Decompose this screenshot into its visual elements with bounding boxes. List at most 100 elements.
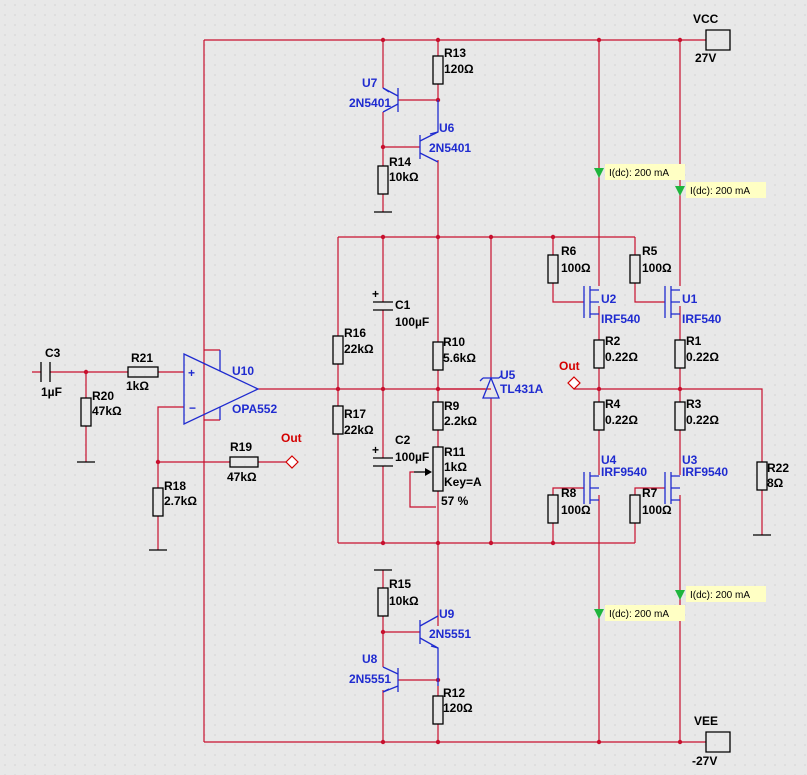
potentiometer-key-label: Key=A (444, 475, 482, 489)
semiconductors-u10-ref-label: U10 (232, 364, 254, 378)
vcc-name: VCC (693, 12, 719, 26)
transistor-u7[interactable] (382, 87, 399, 113)
resistors-r4-value-label: 0.22Ω (605, 413, 638, 427)
capacitor-c3[interactable] (40, 362, 51, 382)
resistors-r21-value-label: 1kΩ (126, 379, 149, 393)
resistors-r16-value-label: 22kΩ (344, 342, 374, 356)
semiconductors-u7-part-label: 2N5401 (349, 96, 391, 110)
r14-body[interactable] (377, 165, 389, 195)
probe-1[interactable]: I(dc): 200 mA (594, 164, 685, 180)
r10-body[interactable] (432, 341, 444, 371)
resistors-r1-value-label: 0.22Ω (686, 350, 719, 364)
semiconductors-u1-ref-label: U1 (682, 292, 698, 306)
resistors-r13-ref-label: R13 (444, 46, 466, 60)
probe-2[interactable]: I(dc): 200 mA (675, 182, 766, 198)
r3-body[interactable] (674, 401, 686, 431)
semiconductors-u6-ref-label: U6 (439, 121, 455, 135)
r12-body[interactable] (432, 695, 444, 725)
resistors-r9-value-label: 2.2kΩ (444, 414, 477, 428)
r11-body[interactable] (432, 446, 444, 492)
r7-body[interactable] (629, 494, 641, 524)
ground-symbols (77, 211, 771, 571)
mosfet-u4[interactable] (583, 472, 599, 504)
resistors-r20-value-label: 47kΩ (92, 404, 122, 418)
capacitor-c1[interactable]: + (372, 287, 393, 311)
shunt-regulator-u5[interactable] (479, 374, 503, 399)
resistors-r22-ref-label: R22 (767, 461, 789, 475)
semiconductors-u5-part-label: TL431A (500, 382, 544, 396)
resistors-r9-ref-label: R9 (444, 399, 460, 413)
vee-value: -27V (692, 754, 717, 768)
semiconductors-u2-part-label: IRF540 (601, 312, 641, 326)
polarity_mark-label: + (372, 443, 379, 457)
resistors-r10-value-label: 5.6kΩ (443, 351, 476, 365)
out-port-feedback[interactable] (285, 455, 299, 469)
probes-p1-label: I(dc): 200 mA (609, 168, 669, 179)
resistors-r6-value-label: 100Ω (561, 261, 591, 275)
semiconductors-u8-ref-label: U8 (362, 652, 378, 666)
r13-body[interactable] (432, 55, 444, 85)
r22-body[interactable] (756, 461, 768, 491)
resistors-r4-ref-label: R4 (605, 397, 621, 411)
resistors-r19-ref-label: R19 (230, 440, 252, 454)
r9-body[interactable] (432, 401, 444, 431)
mosfet-u1[interactable] (664, 286, 680, 318)
semiconductors-u3-part-label: IRF9540 (682, 465, 728, 479)
resistors-r10-ref-label: R10 (443, 335, 465, 349)
resistors-r7-value-label: 100Ω (642, 503, 672, 517)
r15-body[interactable] (377, 587, 389, 617)
r4-body[interactable] (593, 401, 605, 431)
resistors-r22-value-label: 8Ω (767, 476, 784, 490)
transistor-u8[interactable] (382, 666, 399, 693)
r16-body[interactable] (332, 335, 344, 365)
semiconductors-u2-ref-label: U2 (601, 292, 617, 306)
wires (32, 39, 763, 743)
semiconductors-u9-ref-label: U9 (439, 607, 455, 621)
capacitor-c2[interactable]: + (372, 443, 393, 467)
out-port-output[interactable] (567, 376, 581, 390)
semiconductors-u10-part-label: OPA552 (232, 402, 277, 416)
vcc-value: 27V (695, 51, 716, 65)
resistors-r7-ref-label: R7 (642, 486, 658, 500)
resistors-r16-ref-label: R16 (344, 326, 366, 340)
opamp-u10[interactable]: + − (183, 350, 260, 426)
r19-body[interactable] (229, 456, 259, 468)
r8-body[interactable] (547, 494, 559, 524)
resistors-r15-ref-label: R15 (389, 577, 411, 591)
resistors-r6-ref-label: R6 (561, 244, 577, 258)
resistors-r1-ref-label: R1 (686, 334, 702, 348)
resistors-r17-ref-label: R17 (344, 407, 366, 421)
r21-body[interactable] (127, 366, 159, 378)
resistors-r5-ref-label: R5 (642, 244, 658, 258)
potentiometer-value-label: 1kΩ (444, 460, 467, 474)
vee-connector[interactable] (705, 731, 731, 753)
r17-body[interactable] (332, 405, 344, 435)
resistors-r8-value-label: 100Ω (561, 503, 591, 517)
semiconductors-u4-part-label: IRF9540 (601, 465, 647, 479)
r2-body[interactable] (593, 339, 605, 369)
resistors-r18-ref-label: R18 (164, 479, 186, 493)
r20-body[interactable] (80, 397, 92, 427)
r1-body[interactable] (674, 339, 686, 369)
r18-body[interactable] (152, 487, 164, 517)
resistors-r3-value-label: 0.22Ω (686, 413, 719, 427)
mosfet-u2[interactable] (583, 286, 599, 318)
resistors-r17-value-label: 22kΩ (344, 423, 374, 437)
potentiometer-setting-label: 57 % (441, 494, 469, 508)
transistor-u9[interactable] (419, 615, 439, 686)
r6-body[interactable] (547, 254, 559, 284)
resistors-r8-ref-label: R8 (561, 486, 577, 500)
resistors-r14-value-label: 10kΩ (389, 170, 419, 184)
resistor-bodies (80, 55, 768, 725)
semiconductors-u8-part-label: 2N5551 (349, 672, 391, 686)
resistors-r21-ref-label: R21 (131, 351, 153, 365)
resistors-r15-value-label: 10kΩ (389, 594, 419, 608)
probe-4[interactable]: I(dc): 200 mA (594, 605, 685, 621)
resistors-r18-value-label: 2.7kΩ (164, 494, 197, 508)
transistor-u6[interactable] (419, 100, 439, 163)
mosfet-u3[interactable] (664, 472, 680, 504)
vcc-connector[interactable] (705, 29, 731, 51)
r5-body[interactable] (629, 254, 641, 284)
probe-3[interactable]: I(dc): 200 mA (675, 586, 766, 602)
probes-p3-label: I(dc): 200 mA (690, 590, 750, 601)
